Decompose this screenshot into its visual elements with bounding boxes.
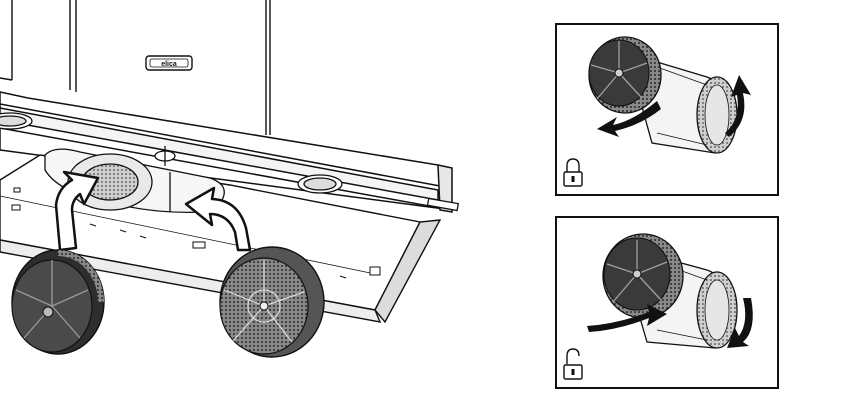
insert-arrow-right-icon [184, 186, 252, 252]
rotate-lock-arrow-icon [597, 75, 751, 137]
unlock-detail-panel [555, 216, 779, 389]
side-rod [426, 197, 460, 212]
lock-closed-icon [563, 158, 583, 187]
rotate-unlock-arrow-icon [587, 298, 753, 348]
brand-plate-text: elica [161, 61, 177, 68]
filter-disc [588, 36, 662, 114]
lock-detail-panel [555, 23, 779, 196]
filter-openings [0, 112, 343, 194]
brand-plate: elica [145, 55, 193, 71]
insert-arrow-left-icon [54, 170, 100, 252]
hood-chimney [0, 0, 271, 135]
carbon-filter-right [219, 246, 325, 358]
filter-disc [602, 233, 684, 319]
lock-open-icon [563, 348, 583, 380]
carbon-filter-left [11, 249, 105, 355]
